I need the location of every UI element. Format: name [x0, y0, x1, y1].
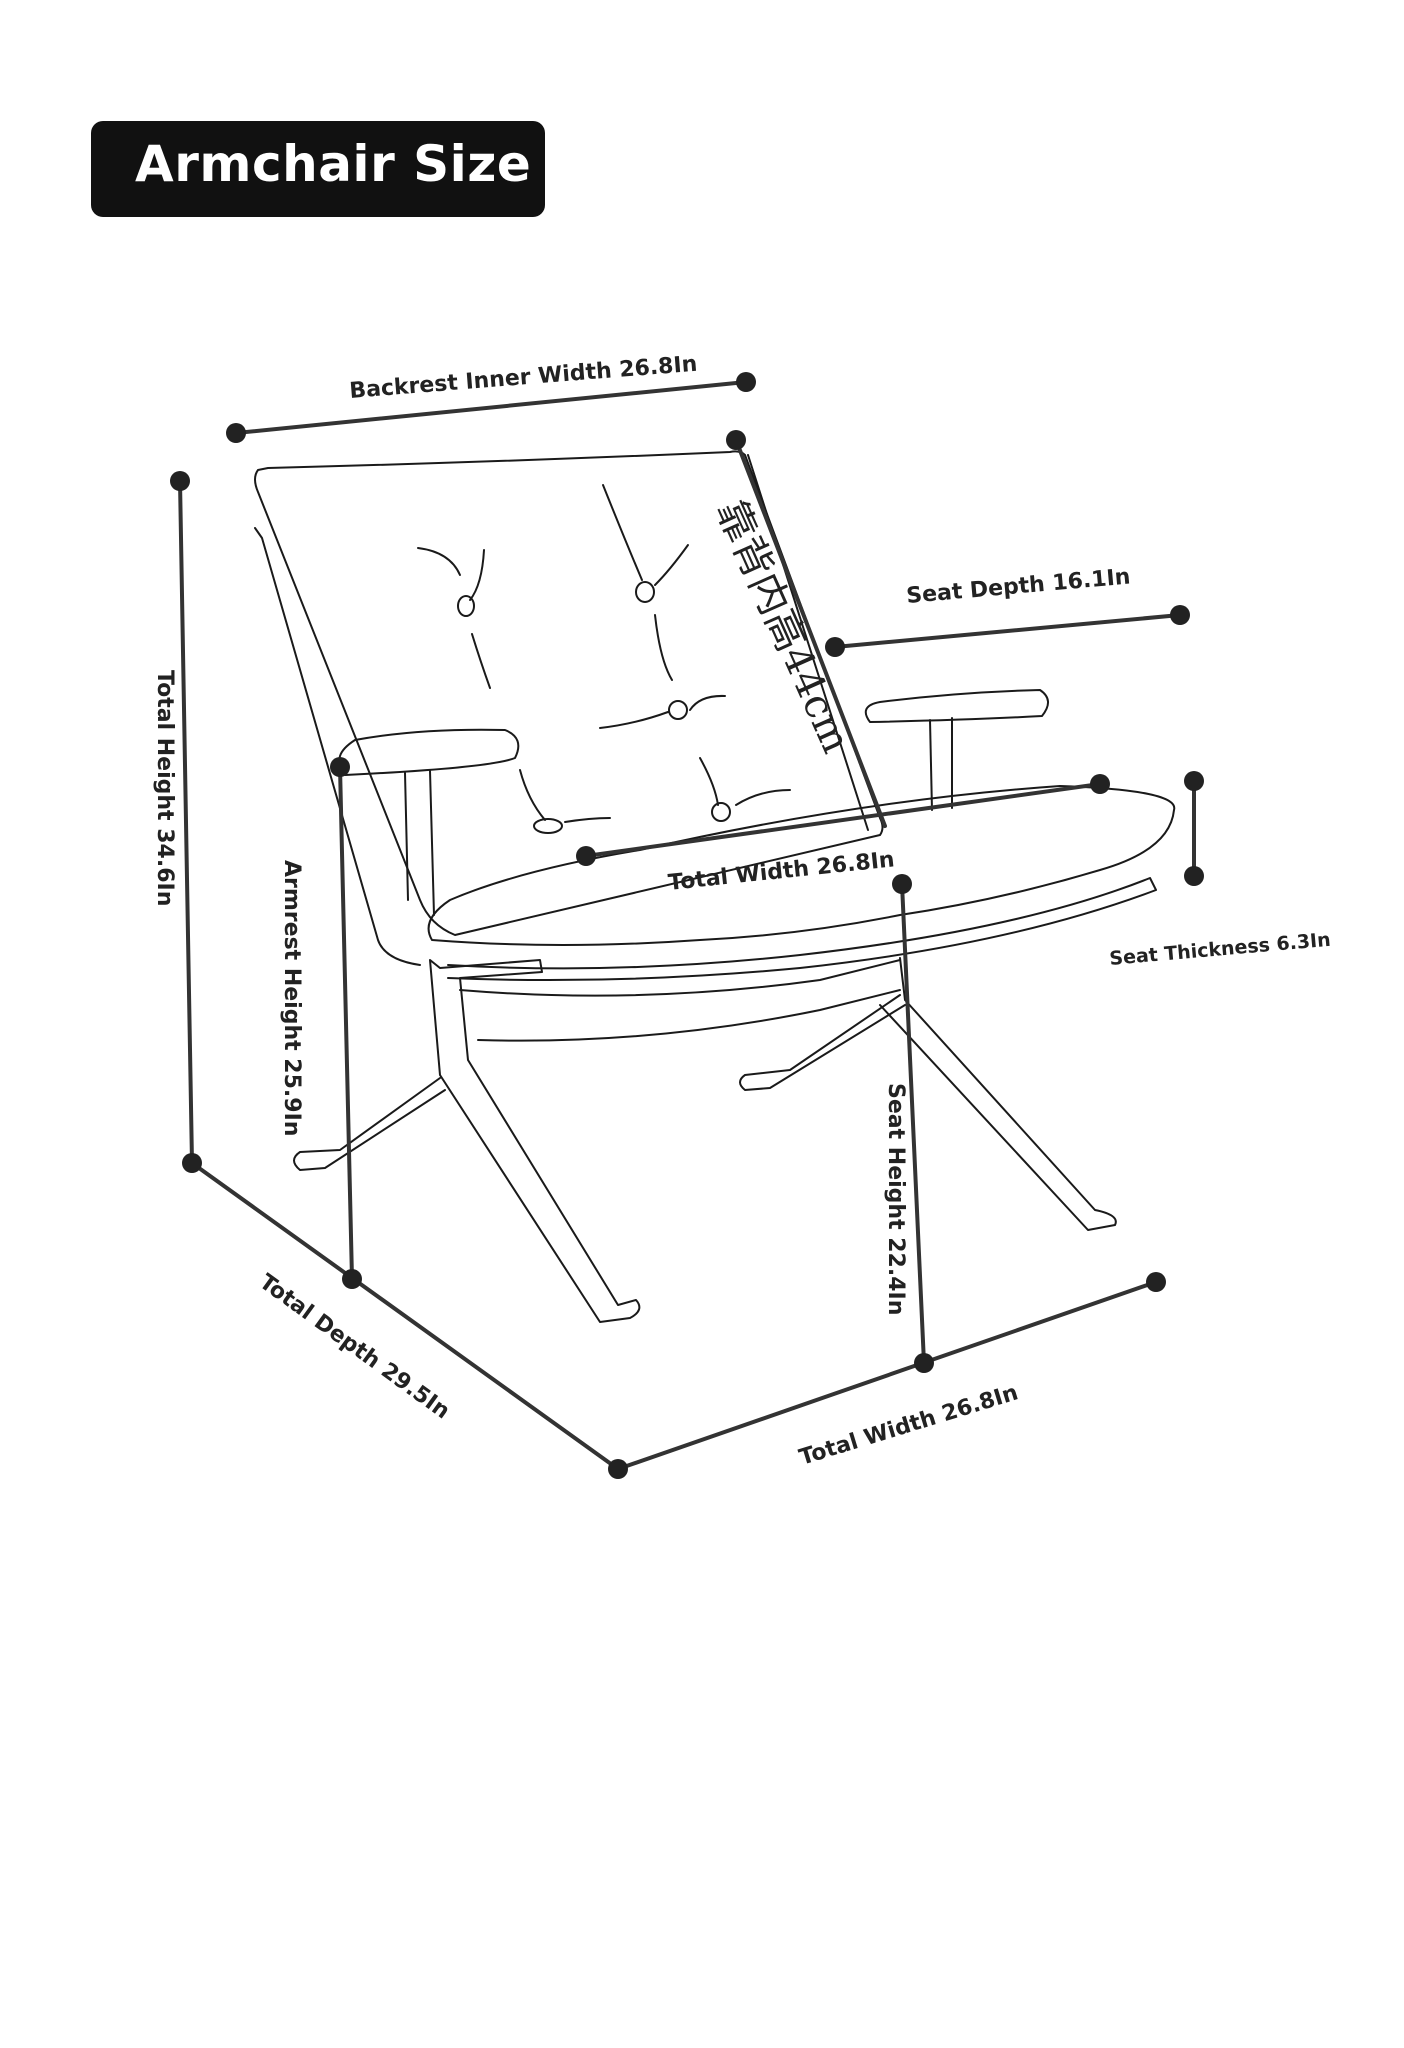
backrest-cushion	[254, 450, 884, 936]
armrest-height-label: Armrest Height 25.9In	[279, 860, 304, 1136]
backrest-inner-height-line	[734, 438, 887, 828]
seat-cushion	[427, 785, 1176, 946]
back-frame-left	[254, 527, 421, 966]
total-height-line	[178, 479, 194, 1165]
total-width-seat-label: Total Width 26.8In	[667, 847, 896, 896]
dimension-dots	[170, 372, 1204, 1479]
dimension-lines	[178, 380, 1196, 1471]
title-badge: Armchair Size	[91, 121, 545, 217]
seat-height-label: Seat Height 22.4In	[883, 1083, 908, 1315]
backrest-inner-width-line	[234, 380, 748, 435]
left-front-leg	[429, 959, 641, 1323]
seat-thickness-label: Seat Thickness 6.3In	[1109, 929, 1332, 970]
left-armrest	[338, 728, 520, 776]
backrest-inner-width-label: Backrest Inner Width 26.8In	[349, 352, 699, 404]
right-armrest	[864, 689, 1049, 723]
seat-depth-line	[833, 613, 1182, 649]
dimension-labels: Backrest Inner Width 26.8In Seat Depth 1…	[152, 352, 1331, 1471]
right-front-leg	[879, 957, 1117, 1231]
seat-height-line	[900, 882, 926, 1365]
armrest-height-line	[338, 765, 354, 1281]
total-width-base-line	[616, 1280, 1158, 1471]
total-depth-line	[190, 1161, 620, 1471]
total-height-label: Total Height 34.6In	[152, 670, 177, 906]
page-title: Armchair Size	[135, 135, 532, 193]
right-rear-leg	[739, 994, 906, 1091]
total-width-seat-line	[584, 782, 1102, 858]
total-depth-label: Total Depth 29.5In	[254, 1270, 454, 1425]
seat-depth-label: Seat Depth 16.1In	[905, 564, 1131, 608]
backrest-inner-height-label: 靠背内高44cm	[707, 493, 859, 759]
left-rear-leg	[293, 1077, 446, 1171]
armchair-outline	[254, 450, 1176, 1323]
